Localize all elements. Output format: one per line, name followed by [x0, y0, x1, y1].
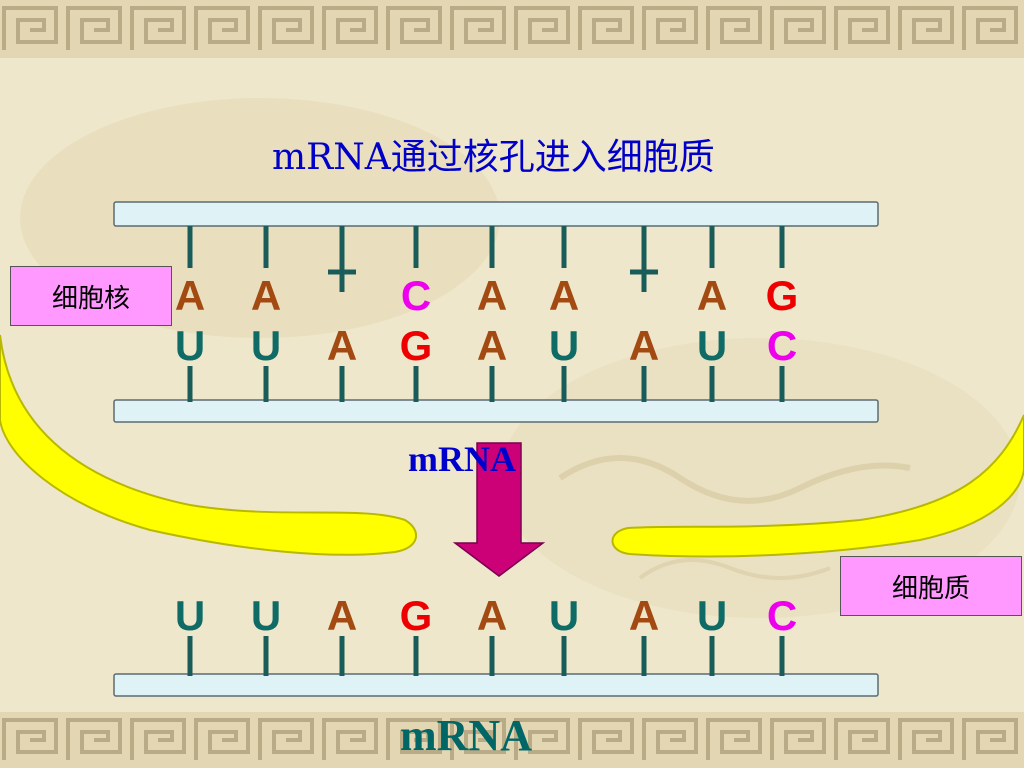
dna-base: G [766, 272, 799, 319]
nucleus-label: 细胞核 [10, 266, 172, 326]
mrna-base: U [549, 592, 579, 639]
dna-base: A [697, 272, 727, 319]
cytoplasm-label: 细胞质 [840, 556, 1022, 616]
paired-base: C [767, 322, 797, 369]
paired-base: A [327, 322, 357, 369]
dna-top-strand [113, 201, 879, 227]
paired-base: A [629, 322, 659, 369]
mrna-base: A [629, 592, 659, 639]
nuclear-membrane-left [0, 334, 417, 556]
paired-base: A [477, 322, 507, 369]
mrna-base: A [327, 592, 357, 639]
slide-title: mRNA通过核孔进入细胞质 [272, 137, 715, 178]
paired-base: U [697, 322, 727, 369]
paired-base: U [251, 322, 281, 369]
mrna-base: A [477, 592, 507, 639]
arrow-down-icon [452, 442, 546, 577]
decorative-border-top [0, 0, 1024, 58]
nuclear-membrane-right [611, 414, 1024, 558]
dna-base: A [477, 272, 507, 319]
paired-base: G [400, 322, 433, 369]
dna-base: A [549, 272, 579, 319]
mrna-label-middle: mRNA [408, 439, 516, 479]
decorative-border-bottom [0, 712, 1024, 768]
mrna-base: C [767, 592, 797, 639]
dna-bottom-strand [113, 399, 879, 423]
mrna-base: U [251, 592, 281, 639]
mrna-strand [113, 673, 879, 697]
mrna-base: G [400, 592, 433, 639]
dna-base: A [175, 272, 205, 319]
mrna-label-bottom: mRNA [400, 711, 532, 760]
mrna-base: U [175, 592, 205, 639]
dna-base: C [401, 272, 431, 319]
dna-base: A [251, 272, 281, 319]
mrna-base: U [697, 592, 727, 639]
paired-base: U [175, 322, 205, 369]
paired-base: U [549, 322, 579, 369]
